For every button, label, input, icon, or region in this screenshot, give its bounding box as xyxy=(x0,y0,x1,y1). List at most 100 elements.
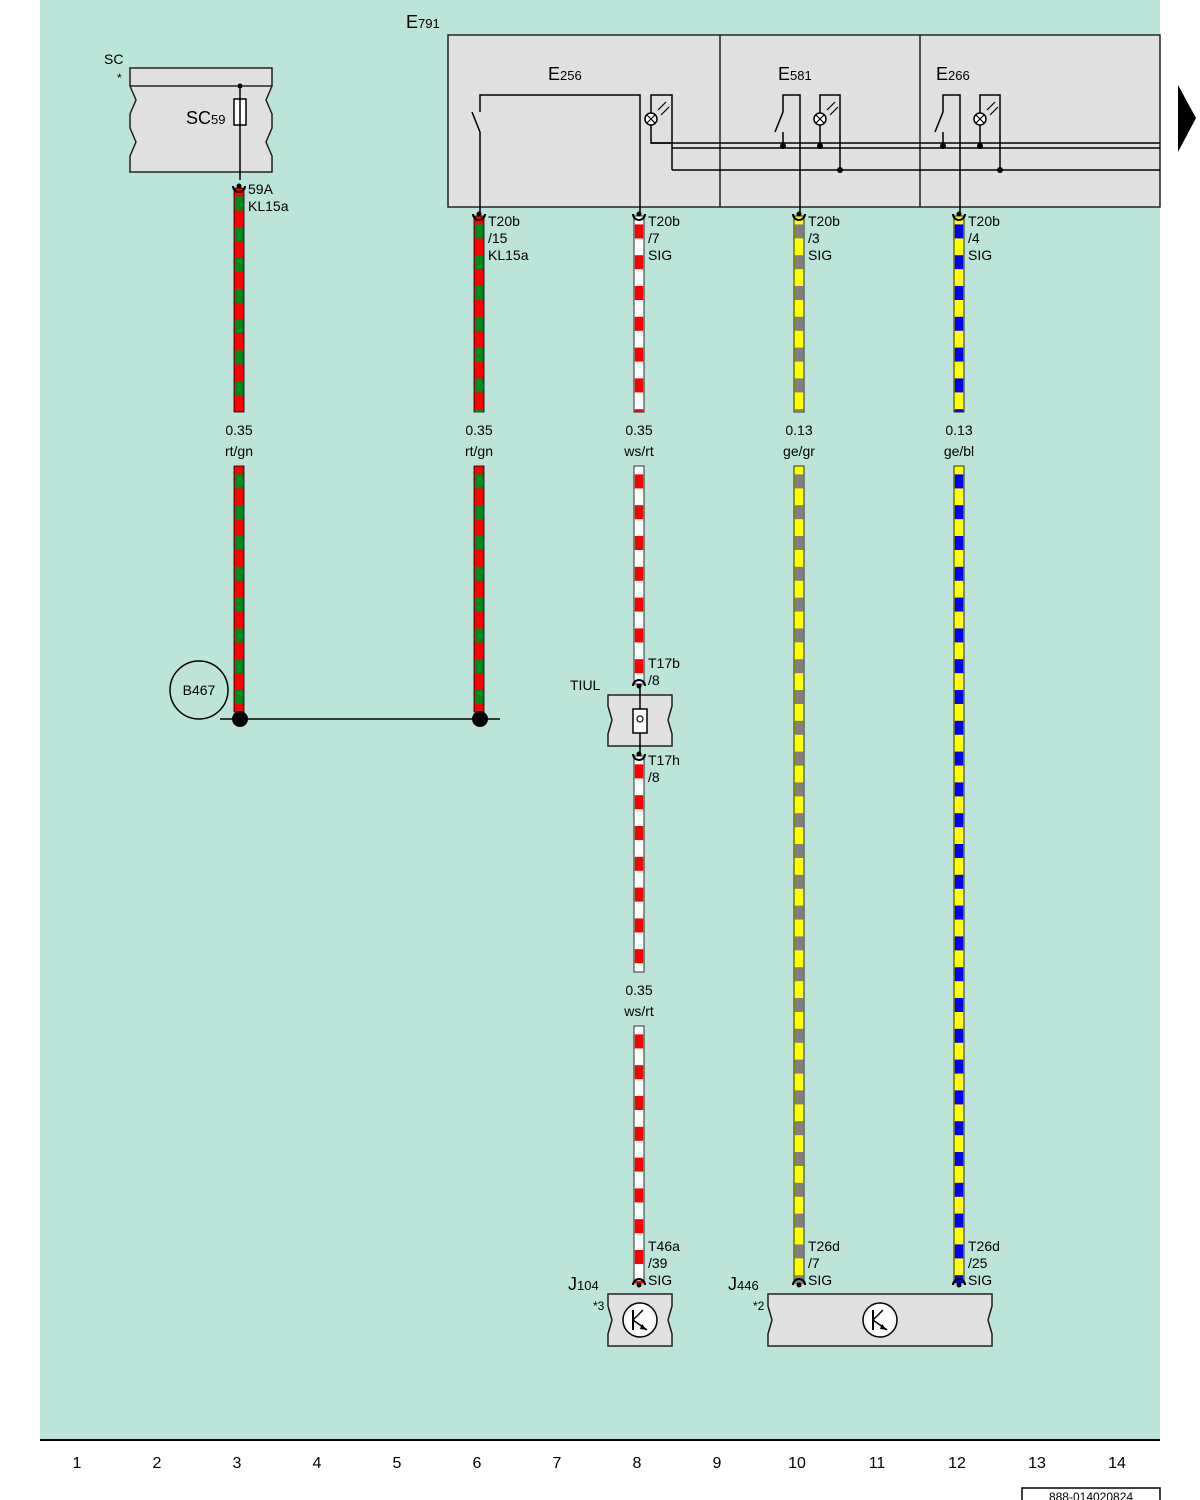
wire-stripe xyxy=(794,782,804,797)
wire-stripe xyxy=(954,905,964,920)
wire-stripe xyxy=(634,1126,644,1141)
wire-stripe xyxy=(634,536,644,550)
e266-label: E266 xyxy=(936,64,970,84)
wire-stripe xyxy=(634,255,644,270)
wire-stripe xyxy=(954,874,964,889)
wire-stripe xyxy=(794,286,804,300)
wire-segment xyxy=(633,1025,645,1284)
wire-stripe xyxy=(794,474,804,489)
wire-stripe xyxy=(954,566,964,581)
pin-dot xyxy=(636,683,642,689)
wire-stripe xyxy=(794,505,804,520)
pin-dot xyxy=(636,1282,642,1288)
pin-label: /39 xyxy=(648,1255,668,1271)
wire-stripe xyxy=(474,347,484,362)
wire-stripe xyxy=(474,566,484,581)
pin-label: KL15a xyxy=(488,247,529,263)
column-number: 7 xyxy=(553,1455,562,1472)
pin-label: T17h xyxy=(648,752,680,768)
wire-stripe xyxy=(954,998,964,1012)
j446-label: J446 xyxy=(728,1274,759,1294)
wire-stripe xyxy=(234,566,244,581)
wire-stripe xyxy=(954,505,964,520)
wire-stripe xyxy=(954,1121,964,1136)
pin-label: /15 xyxy=(488,230,508,246)
connector-pin-icon xyxy=(952,213,966,221)
wire-stripe xyxy=(474,659,484,674)
pin-label: /8 xyxy=(648,769,660,785)
wire-stripe xyxy=(634,659,644,674)
column-number: 14 xyxy=(1108,1455,1126,1472)
pin-label: T26d xyxy=(808,1238,840,1254)
wire-stripe xyxy=(474,690,484,704)
wire-stripe xyxy=(794,690,804,704)
wire-stripe xyxy=(954,378,964,393)
wire-stripe xyxy=(634,378,644,393)
wire-stripe xyxy=(954,224,964,239)
wire-stripe xyxy=(794,813,804,828)
tiul-connector: TIUL xyxy=(570,677,673,756)
wire-stripe xyxy=(634,1157,644,1172)
wire-stripe xyxy=(634,949,644,964)
column-number: 1 xyxy=(73,1455,82,1472)
wire-stripe xyxy=(954,536,964,550)
wire-stripe xyxy=(794,1028,804,1043)
j104-label: J104 xyxy=(568,1274,599,1294)
wire-stripe xyxy=(634,316,644,331)
pin-label: /4 xyxy=(968,230,980,246)
wire-stripe xyxy=(234,690,244,704)
wire-gauge: 0.13 xyxy=(785,422,812,438)
connector-pin-icon xyxy=(472,213,486,221)
wire-stripe xyxy=(634,795,644,810)
lamp-icon xyxy=(973,101,999,126)
ground-point-b467 xyxy=(169,660,229,720)
wire-stripe xyxy=(234,350,244,365)
pin-label: /8 xyxy=(648,672,660,688)
connector-pin-icon xyxy=(792,1278,806,1286)
wire-stripe xyxy=(794,566,804,581)
fuse-label: SC59 xyxy=(186,108,225,128)
wire-stripe xyxy=(794,936,804,951)
e256-label: E256 xyxy=(548,64,582,84)
wire-stripe xyxy=(794,967,804,982)
control-unit-icon xyxy=(622,1302,658,1338)
sc-label: SC xyxy=(104,51,123,67)
wire-stripe xyxy=(954,690,964,704)
ground-connection: B467 xyxy=(169,660,500,727)
pin-dot xyxy=(636,211,642,217)
wire-stripe xyxy=(794,905,804,920)
wire-stripe xyxy=(634,1250,644,1264)
wire-color: rt/gn xyxy=(225,443,253,459)
continuation-arrow-icon[interactable] xyxy=(1178,85,1196,152)
control-unit-j104: J104 *3 xyxy=(568,1274,673,1347)
pin-label: T46a xyxy=(648,1238,680,1254)
pin-label: T20b xyxy=(808,213,840,229)
wire-stripe xyxy=(794,597,804,612)
wire-stripe xyxy=(794,255,804,270)
wire-stripe xyxy=(634,1065,644,1080)
wire-stripe xyxy=(954,751,964,766)
connector-pin-icon xyxy=(232,185,246,193)
pin-dot xyxy=(796,211,802,217)
column-number: 4 xyxy=(313,1455,322,1472)
wire-stripe xyxy=(794,751,804,766)
control-unit-icon xyxy=(862,1302,898,1338)
control-unit-j446: J446 *2 xyxy=(728,1274,993,1347)
pin-label: /25 xyxy=(968,1255,988,1271)
wire-stripe xyxy=(954,1152,964,1166)
wire-stripe xyxy=(234,628,244,643)
wire-stripe xyxy=(474,628,484,643)
wire-stripe xyxy=(794,874,804,889)
wire-stripe xyxy=(474,536,484,550)
wire-stripe xyxy=(634,1034,644,1049)
pin-dot xyxy=(476,211,482,217)
pin-label: /7 xyxy=(808,1255,820,1271)
